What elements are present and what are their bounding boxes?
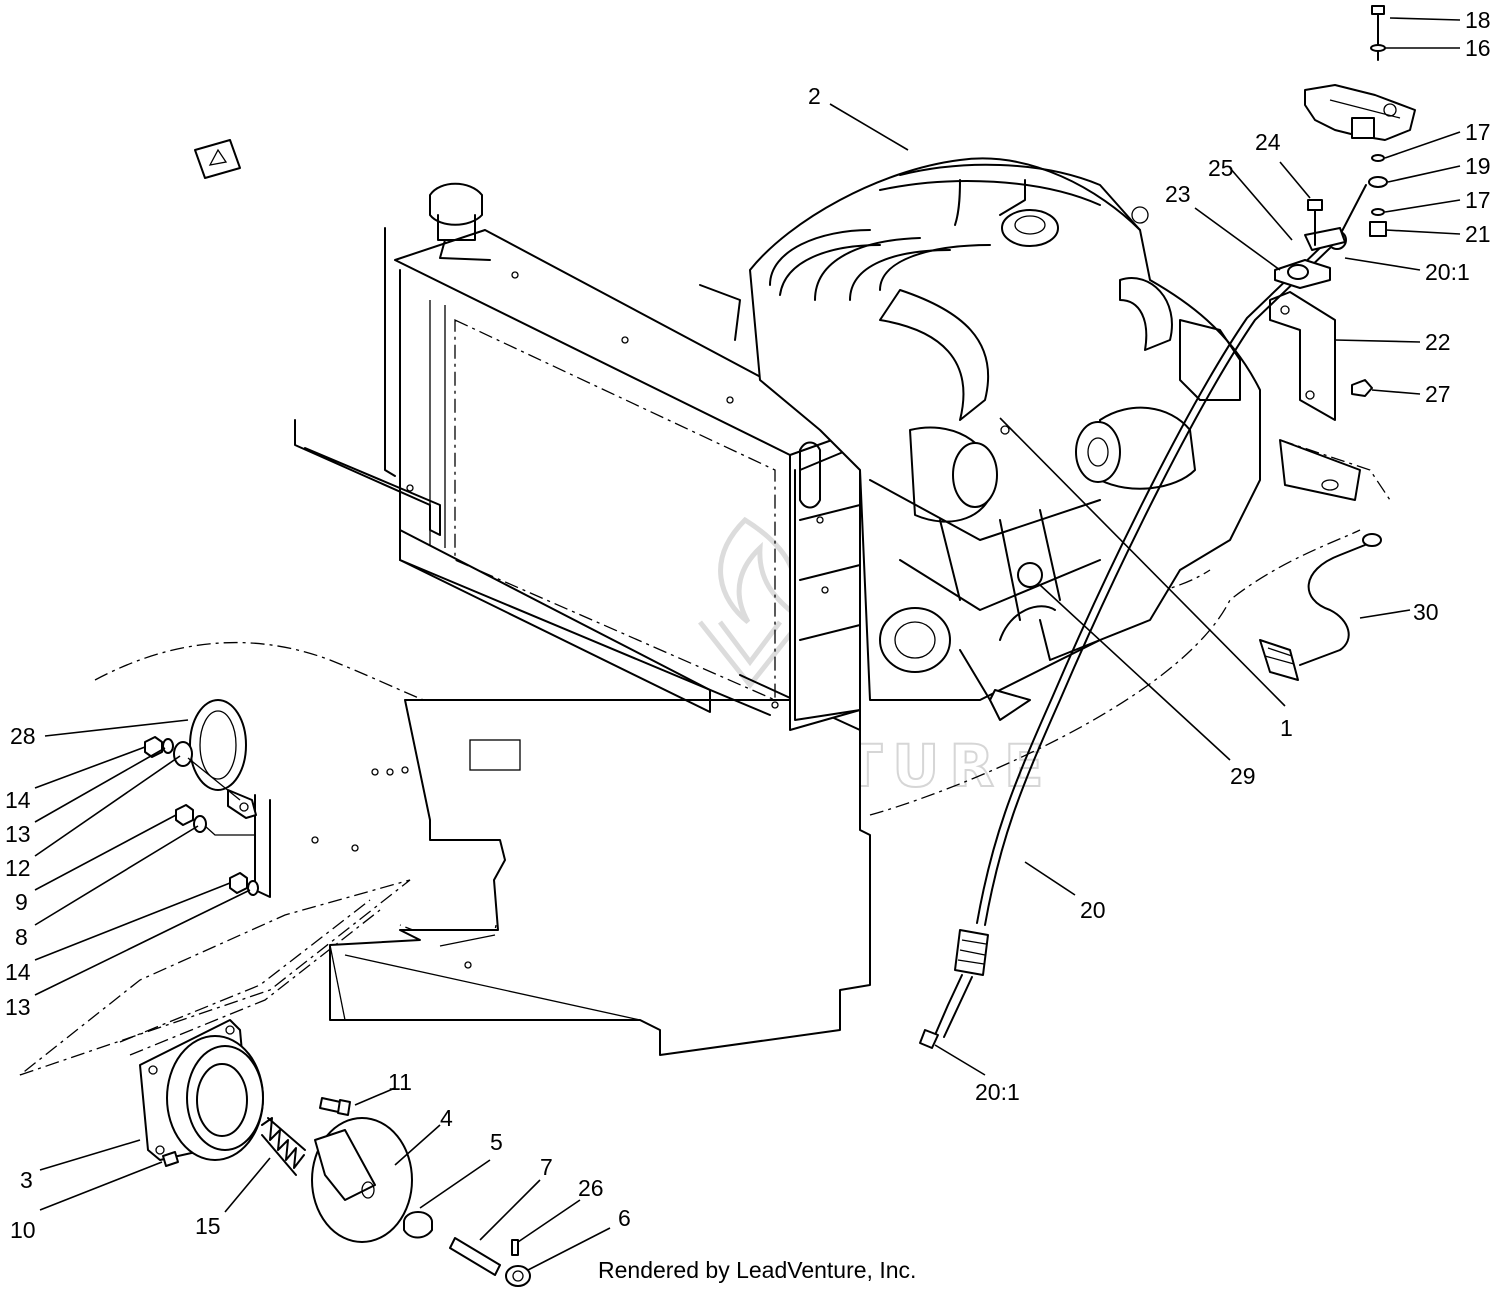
label-6: 6	[618, 1205, 631, 1231]
clamp-28	[189, 699, 257, 819]
render-credit: Rendered by LeadVenture, Inc.	[598, 1257, 916, 1283]
watermark-logo	[698, 516, 802, 690]
label-13a: 13	[5, 821, 31, 847]
brake-plate	[311, 1117, 413, 1243]
cable-clamp	[1274, 199, 1346, 289]
callout-labels: 18 16 17 19 17 21 20:1 22 27 30 24 25 23…	[5, 7, 1491, 1243]
label-3: 3	[20, 1167, 33, 1193]
label-17a: 17	[1465, 119, 1491, 145]
label-5: 5	[490, 1129, 503, 1155]
label-30: 30	[1413, 599, 1439, 625]
bolt-11	[319, 1097, 351, 1116]
label-20-1-bottom: 20:1	[975, 1079, 1020, 1105]
label-4: 4	[440, 1105, 453, 1131]
label-22: 22	[1425, 329, 1451, 355]
label-20: 20	[1080, 897, 1106, 923]
label-29: 29	[1230, 763, 1256, 789]
label-2: 2	[808, 83, 821, 109]
label-14a: 14	[5, 787, 31, 813]
label-1: 1	[1280, 715, 1293, 741]
label-8: 8	[15, 924, 28, 950]
label-12: 12	[5, 855, 31, 881]
label-7: 7	[540, 1154, 553, 1180]
label-14b: 14	[5, 959, 31, 985]
engine-deck-plate	[254, 674, 871, 1056]
label-21: 21	[1465, 221, 1491, 247]
label-23: 23	[1165, 181, 1191, 207]
label-26: 26	[578, 1175, 604, 1201]
engine	[699, 157, 1261, 721]
label-16: 16	[1465, 35, 1491, 61]
label-17b: 17	[1465, 187, 1491, 213]
label-13b: 13	[5, 994, 31, 1020]
warning-decal	[194, 139, 241, 179]
label-9: 9	[15, 889, 28, 915]
throttle-bracket	[1269, 291, 1373, 501]
label-11: 11	[388, 1069, 412, 1095]
governor-lever-assembly	[1304, 5, 1416, 237]
leader-lines	[34, 17, 1461, 1271]
label-24: 24	[1255, 129, 1281, 155]
label-25: 25	[1208, 155, 1234, 181]
label-28: 28	[10, 723, 36, 749]
label-15: 15	[195, 1213, 221, 1239]
hardware-left	[144, 736, 259, 896]
pto-clutch	[139, 1019, 264, 1167]
label-10: 10	[10, 1217, 36, 1243]
label-19: 19	[1465, 153, 1491, 179]
label-20-1-top: 20:1	[1425, 259, 1470, 285]
radiator	[294, 182, 861, 731]
spring	[261, 1117, 306, 1176]
label-18: 18	[1465, 7, 1491, 33]
throttle-cable	[919, 230, 1347, 1049]
label-27: 27	[1425, 381, 1451, 407]
spacer-pin-hardware	[403, 1211, 531, 1287]
wire-harness	[1259, 533, 1382, 681]
